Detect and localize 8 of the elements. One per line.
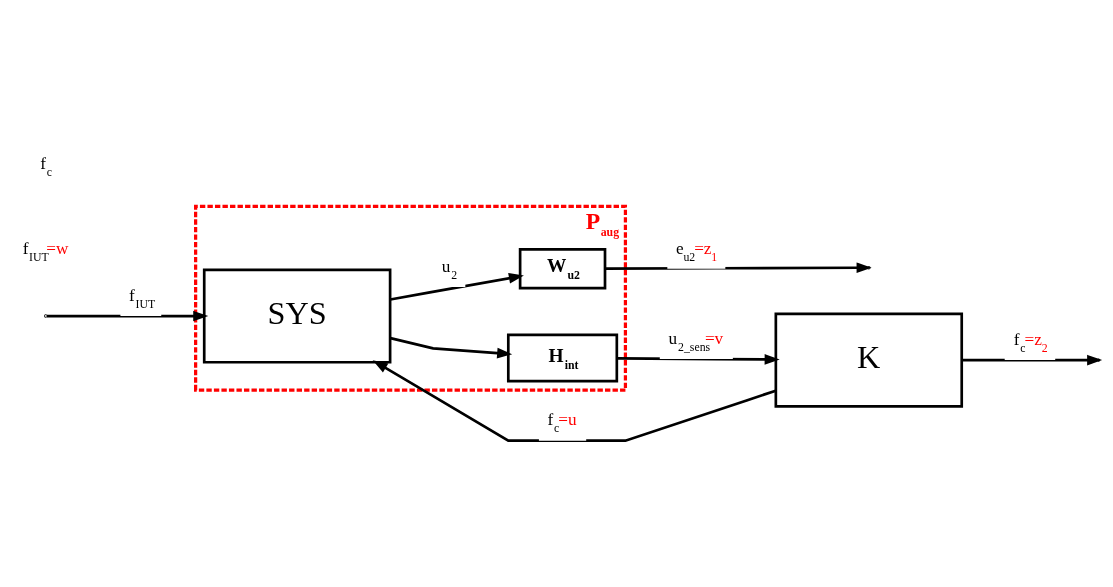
edge-label: u$_{2}$: [441, 256, 458, 282]
edge-label: e$_{u2}$=z$_{1}$: [675, 238, 718, 264]
label: f$_{c}$: [40, 153, 53, 179]
edge-label: f$_{IUT}$: [129, 285, 156, 311]
edge-label: f$_{c}$=u: [547, 410, 577, 436]
edge-label: f$_{c}$=z$_{2}$: [1013, 329, 1048, 355]
label: f$_{IUT}$=w: [22, 238, 69, 264]
edge-label: u$_{2_sens}$=v: [668, 328, 724, 354]
